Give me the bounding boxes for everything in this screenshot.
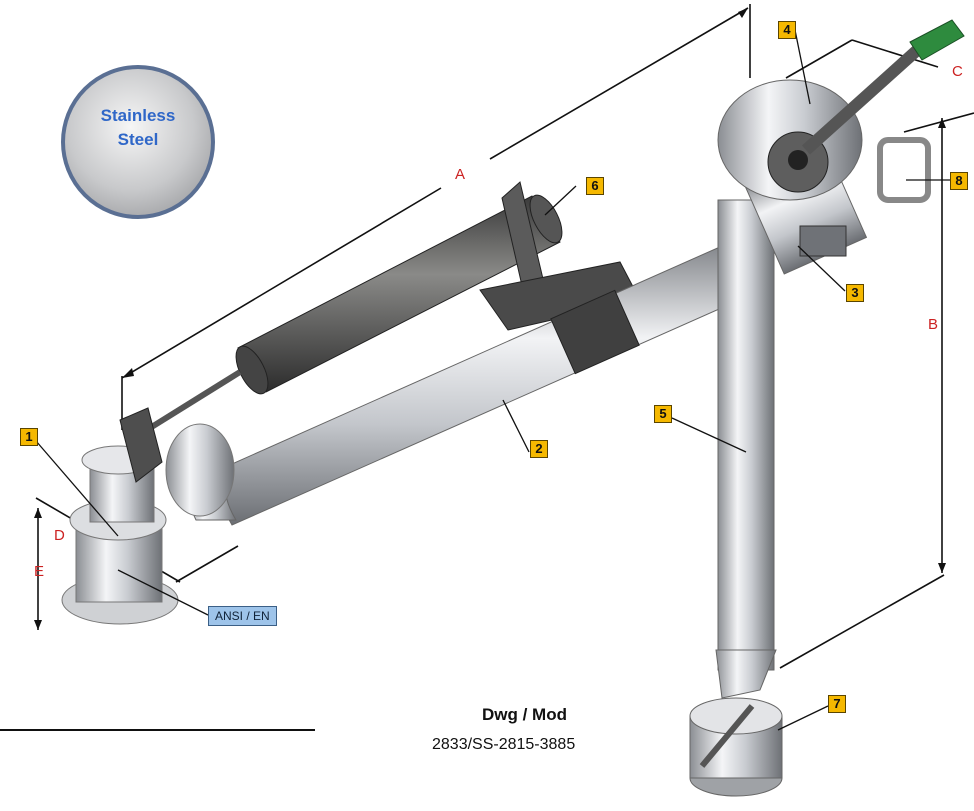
callout-4: 4 [778, 21, 796, 39]
badge-line-2: Steel [117, 130, 159, 149]
callout-3: 3 [846, 284, 864, 302]
dimension-d: D [54, 527, 65, 544]
leader-lines [35, 29, 950, 731]
callout-1: 1 [20, 428, 38, 446]
dimension-c: C [952, 63, 963, 80]
callout-8: 8 [950, 172, 968, 190]
callout-7: 7 [828, 695, 846, 713]
drawing-rule [0, 729, 315, 731]
callout-5: 5 [654, 405, 672, 423]
vertical-drop-pipe [715, 145, 868, 699]
top-swivel-valve [717, 19, 965, 203]
outer-arm-pipe [184, 237, 763, 526]
badge-line-1: Stainless [100, 106, 176, 125]
inlet-swivel-joint [61, 407, 235, 625]
dimension-arrows [34, 8, 946, 630]
drop-cone-nozzle [689, 697, 783, 797]
callout-6: 6 [586, 177, 604, 195]
stainless-steel-badge [61, 65, 215, 219]
dimension-a: A [455, 166, 466, 183]
balancing-cylinder [148, 181, 641, 431]
dimension-b: B [928, 316, 939, 333]
callout-2: 2 [530, 440, 548, 458]
connection-standard-tag: ANSI / EN [208, 606, 277, 626]
drawing-code: 2833/SS-2815-3885 [432, 736, 576, 753]
dimension-e: E [34, 563, 45, 580]
drawing-title: Dwg / Mod [482, 705, 567, 724]
